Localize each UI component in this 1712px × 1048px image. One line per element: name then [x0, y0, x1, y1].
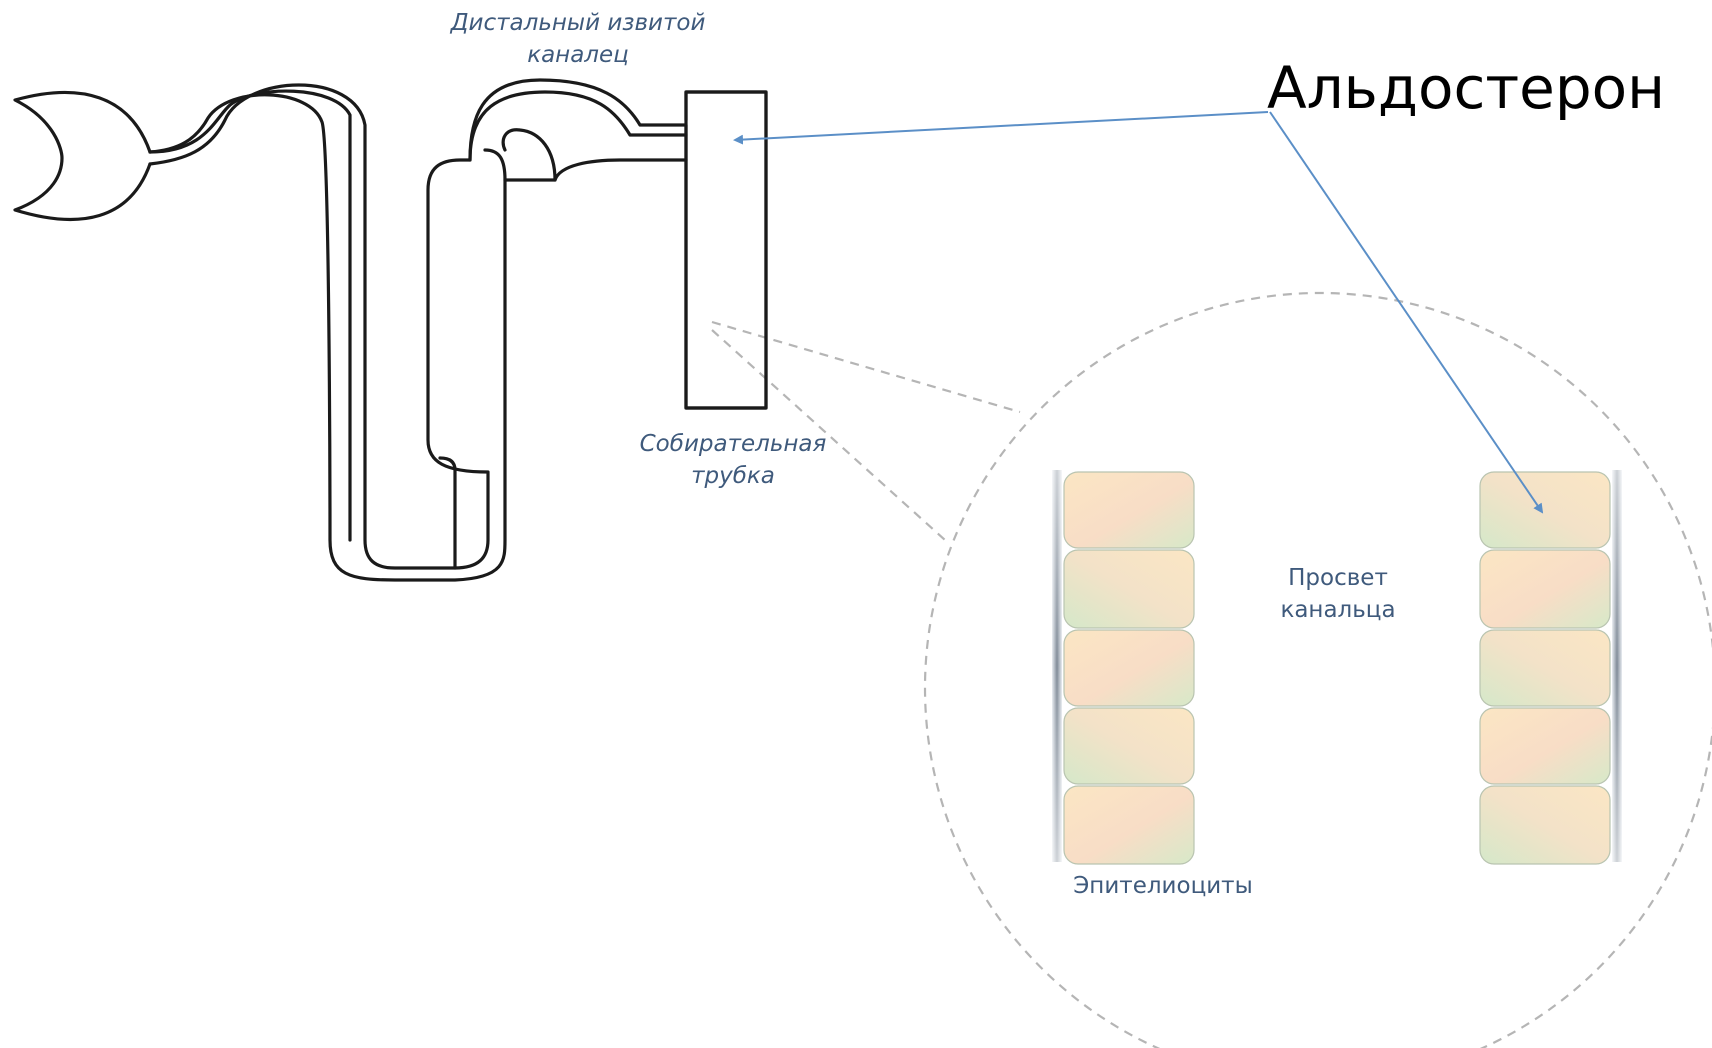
epithelial-cell [1479, 471, 1611, 549]
left-tubule-wall [1052, 470, 1195, 865]
distal-loop-arc [468, 90, 688, 162]
arrow-to-collecting-duct [733, 111, 1269, 145]
lumen-label-line1: Просвет [1288, 565, 1388, 591]
proximal-loop-arc [148, 89, 352, 542]
callout-line-lower [711, 329, 946, 541]
magnification-callout [711, 292, 1712, 1048]
epithelial-cells-label: Эпителиоциты [1073, 873, 1252, 899]
tubule-loop-inner [438, 456, 457, 570]
left-basement-membrane-sheen [1052, 470, 1062, 862]
bowman-capsule [13, 90, 152, 222]
epithelial-cell [1063, 785, 1195, 865]
epithelial-cell [1479, 629, 1611, 707]
epithelial-cell [1479, 707, 1611, 785]
lumen-label-line2: канальца [1280, 597, 1395, 623]
collecting-duct-label-line2: трубка [691, 463, 775, 489]
epithelial-cell [1479, 785, 1611, 865]
epithelial-cell [1063, 707, 1195, 785]
callout-line-upper [711, 320, 1021, 414]
right-tubule-wall [1479, 470, 1622, 865]
arrow-to-epithelial-cell [1269, 111, 1544, 514]
right-basement-membrane-sheen [1612, 470, 1622, 862]
epithelial-cell [1063, 471, 1195, 549]
tubule-return-limb [501, 128, 557, 182]
epithelial-cell [1063, 549, 1195, 629]
distal-connector [553, 158, 688, 182]
epithelial-cell [1063, 629, 1195, 707]
tubule-inner-wall [148, 93, 507, 582]
tubule-outer-wall [148, 78, 768, 570]
nephron-tubule [13, 78, 768, 582]
collecting-duct-label-line1: Собирательная [640, 431, 827, 457]
epithelial-cell [1479, 549, 1611, 629]
hormone-label: Альдостерон [1267, 54, 1665, 122]
magnified-view-circle [924, 292, 1712, 1048]
collecting-duct [684, 90, 768, 410]
distal-tubule-label-line2: каналец [527, 42, 629, 68]
distal-tubule-label-line1: Дистальный извитой [450, 10, 706, 36]
hormone-arrows [733, 111, 1544, 514]
